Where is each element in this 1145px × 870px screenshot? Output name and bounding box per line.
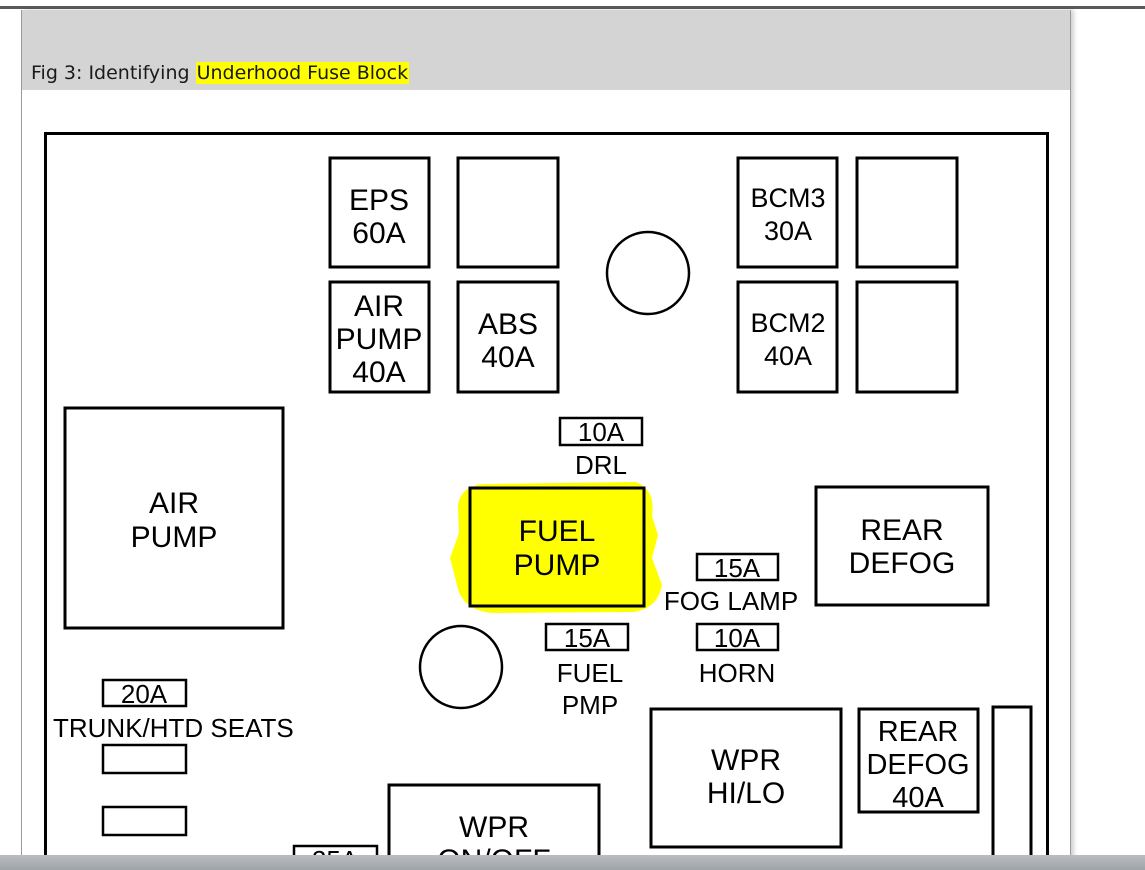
fuse-abs-name: ABS: [478, 308, 538, 341]
fuse-empty-1: [456, 156, 560, 269]
fuse-horn: [695, 622, 780, 652]
fuse-rear-defog-rating: 40A: [892, 782, 944, 814]
fuse-drl-label: DRL: [575, 450, 627, 480]
fuse-rear-defog-line1: REAR: [878, 716, 959, 748]
fuse-bcm2-name: BCM2: [750, 308, 825, 338]
figure-caption: Fig 3: Identifying Underhood Fuse Block: [31, 62, 410, 84]
fuse-fuel-pmp: [544, 622, 630, 652]
mounting-hole-top: [605, 230, 691, 316]
fuse-block-diagram: EPS 60A BCM3 30A AIR PUMP 40A ABS 40A BC…: [44, 132, 1049, 870]
fuse-rear-defog-line2: DEFOG: [866, 749, 969, 781]
relay-wpr-hi-lo-line1: WPR: [711, 744, 781, 777]
relay-wpr-on-off-line1: WPR: [459, 811, 529, 844]
fuse-eps-rating: 60A: [352, 217, 405, 250]
fuse-empty-small-2: [101, 805, 188, 837]
fuse-empty-3: [855, 280, 959, 394]
fuse-bcm3-name: BCM3: [750, 183, 825, 213]
mounting-hole-bottom: [418, 624, 504, 710]
fuse-bcm3-rating: 30A: [764, 216, 812, 246]
relay-fuel-pump-line2: PUMP: [514, 549, 601, 582]
fuse-air-pump-line1: AIR: [354, 290, 404, 323]
fuse-fog-lamp-label: FOG LAMP: [664, 586, 798, 616]
fuse-abs-rating: 40A: [481, 341, 534, 374]
relay-rear-defog: [814, 485, 990, 607]
document-page: Fig 3: Identifying Underhood Fuse Block …: [21, 10, 1071, 870]
window-bottom-edge: [0, 855, 1145, 870]
relay-wpr-hi-lo: [649, 707, 843, 849]
fuse-trunk-htd-seats: [101, 678, 188, 708]
fuse-drl-rating: 10A: [578, 417, 625, 447]
fuse-air-pump-40a: [328, 280, 431, 394]
fuse-empty-2: [855, 156, 959, 269]
fuse-fuel-pmp-rating: 15A: [564, 623, 611, 653]
fuse-air-pump-line2: PUMP: [336, 323, 423, 356]
caption-prefix: Fig 3: Identifying: [31, 62, 196, 84]
fuse-rear-defog-40a: [857, 707, 980, 814]
fuse-drl: [558, 416, 644, 447]
relay-rear-defog-line1: REAR: [860, 514, 943, 547]
fuse-empty-small-1: [101, 743, 188, 775]
relay-air-pump-line1: AIR: [149, 487, 199, 520]
fuse-bcm2: [736, 280, 839, 394]
fuse-eps: [328, 156, 431, 269]
fuse-trunk-htd-rating: 20A: [121, 679, 168, 709]
fuse-abs: [456, 280, 560, 394]
fuse-trunk-htd-label: TRUNK/HTD SEATS: [53, 713, 294, 743]
caption-highlight: Underhood Fuse Block: [195, 62, 410, 84]
relay-wpr-hi-lo-line2: HI/LO: [707, 777, 785, 810]
fuse-bcm2-rating: 40A: [764, 341, 812, 371]
relay-fuel-pump: [468, 486, 646, 608]
relay-fuel-pump-line1: FUEL: [519, 515, 596, 548]
connector-right: [991, 705, 1033, 870]
fuse-fog-lamp: [695, 552, 780, 582]
relay-air-pump-line2: PUMP: [131, 521, 218, 554]
fuse-horn-label: HORN: [699, 658, 776, 688]
fuse-fog-lamp-rating: 15A: [714, 553, 761, 583]
relay-rear-defog-line2: DEFOG: [849, 547, 956, 580]
fuse-horn-rating: 10A: [714, 623, 761, 653]
relay-air-pump: [63, 406, 285, 630]
top-rule: [0, 6, 1145, 9]
fuse-eps-name: EPS: [349, 184, 409, 217]
fuse-fuel-pmp-label2: PMP: [562, 690, 618, 720]
fuse-fuel-pmp-label1: FUEL: [557, 658, 623, 688]
fuse-air-pump-rating: 40A: [352, 356, 405, 389]
fuse-bcm3: [736, 156, 839, 269]
